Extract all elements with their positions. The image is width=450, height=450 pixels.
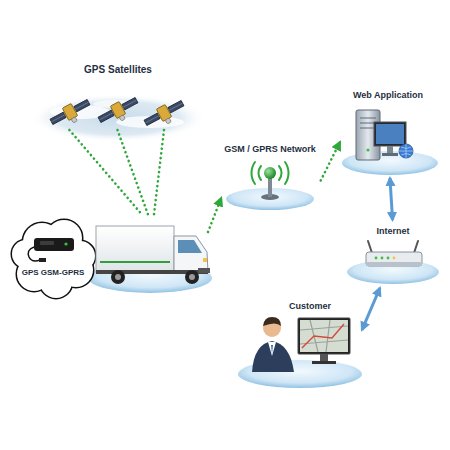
- server-group: Web Application: [340, 88, 442, 178]
- server-icon: [356, 110, 413, 160]
- satellite-icon: [96, 94, 142, 130]
- platform: [347, 260, 439, 284]
- data-link-arrow: [390, 178, 393, 220]
- node-label: Internet: [376, 226, 409, 236]
- customer-figure: [252, 317, 294, 372]
- signal-path: [118, 130, 149, 215]
- device-bubble: [12, 220, 95, 298]
- router-icon: [366, 241, 422, 266]
- signal-path: [321, 142, 340, 181]
- node-label: GPS GSM-GPRS: [22, 268, 85, 277]
- node-label: GSM / GPRS Network: [224, 144, 316, 154]
- antenna-tower: [251, 162, 288, 200]
- truck: [96, 226, 210, 284]
- satellite-icon: [48, 96, 94, 132]
- customer-station: Customer: [235, 298, 362, 392]
- network-tower: GSM / GPRS Network: [221, 142, 321, 212]
- internet-router: Internet: [345, 220, 442, 288]
- node-label: Customer: [289, 301, 331, 311]
- node-label: Web Application: [353, 90, 423, 100]
- satellite-icon: [142, 97, 188, 133]
- node-label: GPS Satellites: [84, 64, 152, 76]
- signal-path: [154, 130, 164, 215]
- gps-device: [28, 238, 74, 262]
- satellite-group: GPS Satellites: [40, 58, 195, 130]
- data-link-arrow: [362, 288, 380, 330]
- signal-path: [208, 198, 221, 232]
- computer-monitor: [298, 318, 350, 364]
- signal-path: [69, 130, 142, 215]
- vehicle-unit: GPS GSM-GPRS: [15, 215, 208, 300]
